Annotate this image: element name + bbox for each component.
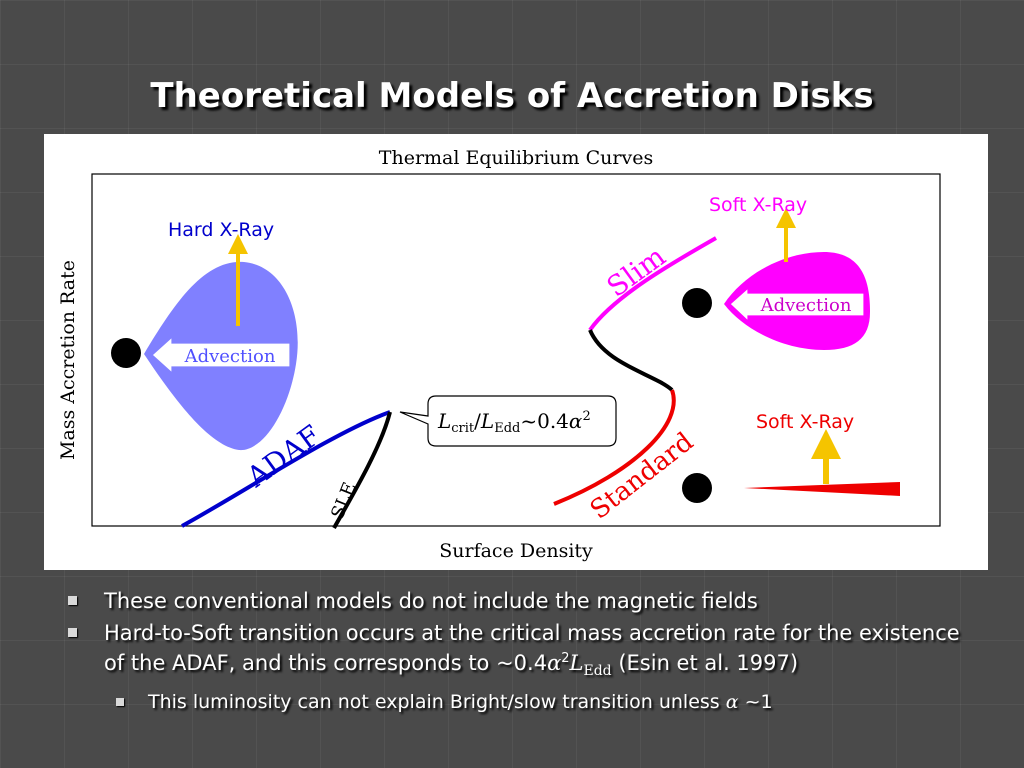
sle-label: SLE [327,479,360,522]
bullet-item: These conventional models do not include… [66,588,966,614]
unstable-curve [588,329,674,392]
square-bullet-icon [68,596,77,605]
critical-luminosity-formula: Lcrit/LEdd~0.4α2 [437,409,591,436]
eddington-subscript: Edd [583,663,612,680]
bullet-list: These conventional models do not include… [66,588,966,720]
adaf-curve [181,410,391,528]
sub-bullet-item: This luminosity can not explain Bright/s… [66,690,966,714]
diagram-title: Thermal Equilibrium Curves [379,147,653,169]
standard-curve [553,389,676,506]
alpha-symbol: α [547,651,562,675]
bullet-text: These conventional models do not include… [104,589,758,613]
plot-frame [91,173,941,527]
sub-bullet-tail: ~1 [738,691,773,714]
slide-title: Theoretical Models of Accretion Disks [150,76,874,116]
adaf-advection-label: Advection [184,346,276,367]
hard-xray-label: Hard X-Ray [168,219,274,241]
slim-advection-label: Advection [760,295,852,316]
standard-disk-wedge [744,482,900,496]
sle-curve [332,411,392,529]
sub-bullet-text: This luminosity can not explain Bright/s… [148,691,726,714]
soft-xray-label-slim: Soft X-Ray [709,194,807,216]
thermal-equilibrium-diagram: Thermal Equilibrium Curves Surface Densi… [57,147,941,562]
x-axis-label: Surface Density [439,540,593,562]
slim-label: Slim [601,240,672,304]
diagram-panel: Thermal Equilibrium Curves Surface Densi… [44,134,988,570]
critical-luminosity-callout [399,395,617,447]
power-symbol: 2 [561,651,570,666]
standard-black-hole [682,473,712,503]
luminosity-symbol: L [569,651,584,675]
slim-advection-arrow [729,286,865,323]
bullet-citation: (Esin et al. 1997) [611,651,799,675]
bullet-item: Hard-to-Soft transition occurs at the cr… [66,620,966,684]
square-bullet-icon [68,628,77,637]
square-bullet-icon [116,698,124,707]
alpha-symbol: α [725,691,739,714]
slim-curve [588,236,717,332]
slim-black-hole [682,288,712,318]
bullet-text: Hard-to-Soft transition occurs at the cr… [104,621,960,675]
adaf-advection-arrow [151,335,291,375]
soft-xray-label-standard: Soft X-Ray [756,411,854,433]
y-axis-label: Mass Accretion Rate [57,260,79,460]
adaf-black-hole [111,338,141,368]
